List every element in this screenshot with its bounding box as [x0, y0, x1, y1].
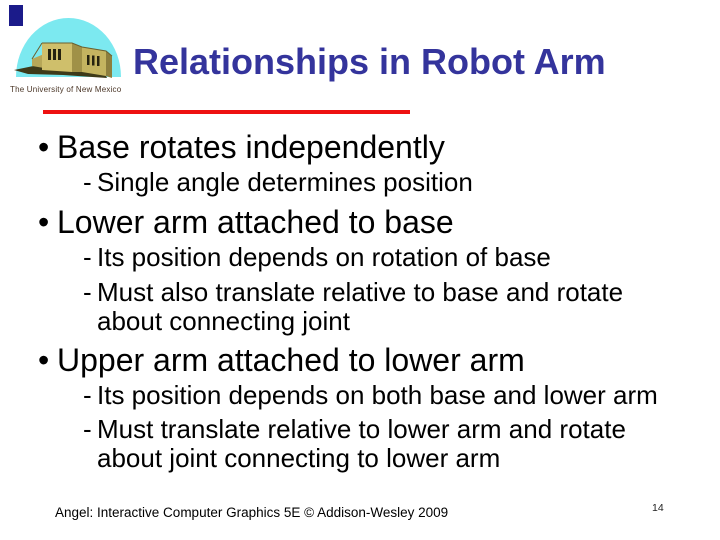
sub-bullet-text: Single angle determines position — [97, 167, 473, 197]
sub-bullet-continuation: about connecting joint — [97, 306, 350, 336]
pueblo-lower-side — [106, 51, 112, 78]
sub-bullet-text: Must translate relative to lower arm and… — [97, 414, 626, 444]
bullet-text: Upper arm attached to lower arm — [57, 342, 525, 378]
dash-marker: - — [83, 277, 92, 307]
sub-bullet-text: Its position depends on rotation of base — [97, 242, 551, 272]
bullet-item: • Base rotates independently — [38, 129, 445, 165]
pueblo-windows — [48, 49, 100, 66]
sub-bullet-item: - Single angle determines position — [83, 167, 473, 197]
footer-credit: Angel: Interactive Computer Graphics 5E … — [55, 505, 449, 520]
logo-caption: The University of New Mexico — [10, 85, 122, 94]
unm-logo — [8, 12, 132, 100]
dash-marker: - — [83, 242, 92, 272]
slide-title: Relationships in Robot Arm — [133, 41, 606, 82]
bullet-marker: • — [38, 342, 50, 378]
bullet-marker: • — [38, 129, 50, 165]
bullet-item: • Lower arm attached to base — [38, 204, 454, 240]
sub-bullet-text: Its position depends on both base and lo… — [97, 380, 658, 410]
pueblo-upper-front — [42, 43, 72, 72]
sub-bullet-item: - Its position depends on rotation of ba… — [83, 242, 551, 272]
pueblo-terrace — [32, 54, 44, 68]
sub-bullet-text: Must also translate relative to base and… — [97, 277, 624, 307]
dash-marker: - — [83, 380, 92, 410]
dash-marker: - — [83, 167, 92, 197]
bullet-marker: • — [38, 204, 50, 240]
sub-bullet-item: - Must also translate relative to base a… — [83, 277, 624, 307]
pueblo-roofline — [31, 42, 113, 60]
bullet-text: Lower arm attached to base — [57, 204, 454, 240]
page-number: 14 — [652, 502, 664, 514]
bullet-item: • Upper arm attached to lower arm — [38, 342, 525, 378]
sub-bullet-item: - Its position depends on both base and … — [83, 380, 658, 410]
sub-bullet-item: - Must translate relative to lower arm a… — [83, 414, 626, 444]
dash-marker: - — [83, 414, 92, 444]
corner-accent-square — [9, 5, 23, 26]
title-rule — [43, 110, 410, 114]
sub-bullet-continuation: about joint connecting to lower arm — [97, 443, 501, 473]
unm-logo-icon — [14, 18, 121, 78]
pueblo-upper-side — [72, 43, 82, 72]
bullet-text: Base rotates independently — [57, 129, 445, 165]
